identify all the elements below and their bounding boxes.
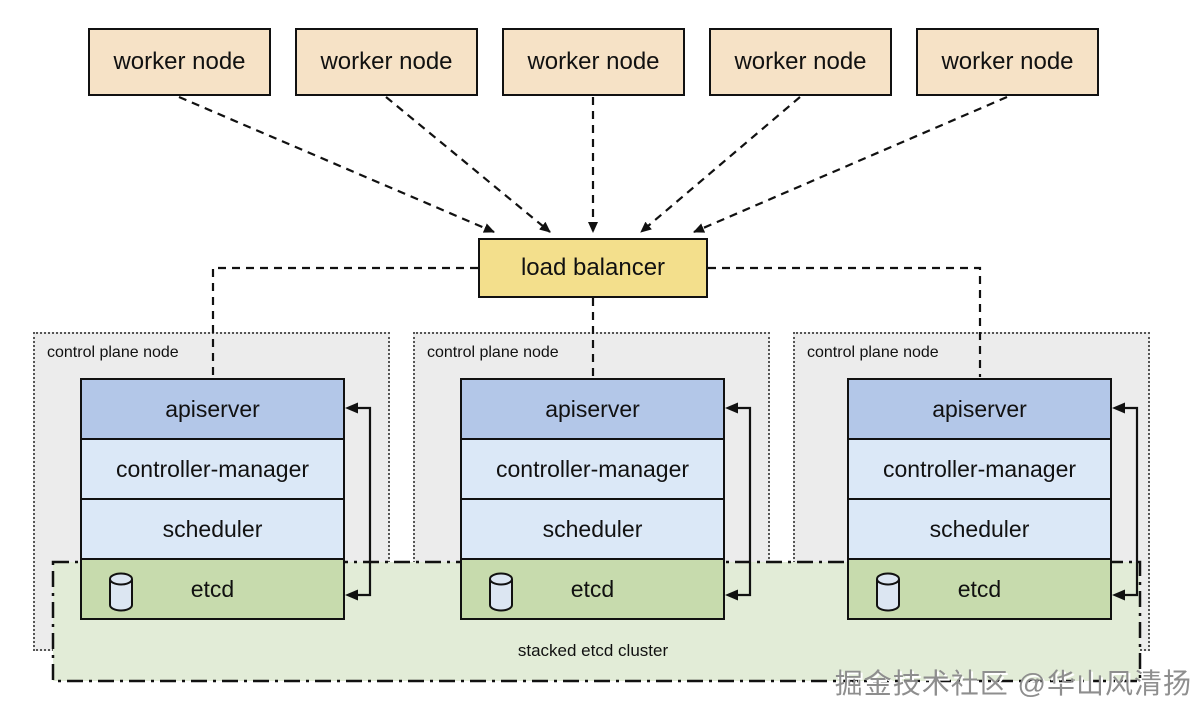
- apiserver-box: apiserver: [80, 378, 345, 440]
- component-stack-2: apiserver controller-manager scheduler e…: [460, 378, 725, 620]
- worker-node-label: worker node: [113, 48, 246, 75]
- controller-manager-label: controller-manager: [882, 455, 1077, 482]
- apiserver-box: apiserver: [847, 378, 1112, 440]
- apiserver-label: apiserver: [165, 395, 260, 422]
- etcd-box: etcd: [460, 558, 725, 620]
- worker-arrow-4: [640, 96, 801, 233]
- worker-node-box-4: worker node: [709, 28, 892, 96]
- scheduler-box: scheduler: [460, 498, 725, 560]
- controller-manager-label: controller-manager: [115, 455, 310, 482]
- etcd-box: etcd: [80, 558, 345, 620]
- worker-node-label: worker node: [941, 48, 1074, 75]
- controller-manager-box: controller-manager: [460, 438, 725, 500]
- load-balancer-box: load balancer: [478, 238, 708, 298]
- worker-to-lb-arrows: [178, 95, 1008, 234]
- component-stack-1: apiserver controller-manager scheduler e…: [80, 378, 345, 620]
- worker-node-box-1: worker node: [88, 28, 271, 96]
- worker-node-box-5: worker node: [916, 28, 1099, 96]
- control-plane-label: control plane node: [47, 344, 179, 361]
- apiserver-box: apiserver: [460, 378, 725, 440]
- scheduler-label: scheduler: [162, 515, 263, 542]
- worker-arrow-1: [178, 95, 495, 234]
- worker-node-box-3: worker node: [502, 28, 685, 96]
- database-cylinder-icon: [489, 572, 513, 612]
- apiserver-label: apiserver: [932, 395, 1027, 422]
- worker-node-box-2: worker node: [295, 28, 478, 96]
- scheduler-box: scheduler: [847, 498, 1112, 560]
- control-plane-label: control plane node: [427, 344, 559, 361]
- scheduler-label: scheduler: [929, 515, 1030, 542]
- apiserver-label: apiserver: [545, 395, 640, 422]
- worker-arrow-5: [693, 95, 1008, 234]
- etcd-label: etcd: [957, 575, 1002, 602]
- component-stack-3: apiserver controller-manager scheduler e…: [847, 378, 1112, 620]
- controller-manager-label: controller-manager: [495, 455, 690, 482]
- stacked-etcd-cluster-label: stacked etcd cluster: [517, 641, 669, 660]
- control-plane-label: control plane node: [807, 344, 939, 361]
- etcd-box: etcd: [847, 558, 1112, 620]
- scheduler-label: scheduler: [542, 515, 643, 542]
- controller-manager-box: controller-manager: [847, 438, 1112, 500]
- etcd-label: etcd: [190, 575, 235, 602]
- scheduler-box: scheduler: [80, 498, 345, 560]
- etcd-label: etcd: [570, 575, 615, 602]
- database-cylinder-icon: [876, 572, 900, 612]
- worker-arrow-2: [385, 96, 551, 233]
- controller-manager-box: controller-manager: [80, 438, 345, 500]
- load-balancer-label: load balancer: [520, 254, 666, 281]
- worker-node-label: worker node: [527, 48, 660, 75]
- watermark-text: 掘金技术社区 @华山风清扬: [834, 668, 1192, 699]
- worker-node-label: worker node: [734, 48, 867, 75]
- worker-node-label: worker node: [320, 48, 453, 75]
- database-cylinder-icon: [109, 572, 133, 612]
